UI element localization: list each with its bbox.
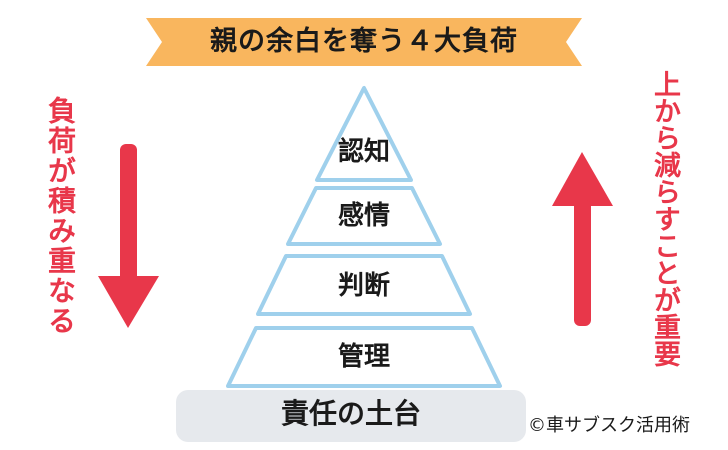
title: 親の余白を奪う４大負荷	[210, 26, 518, 57]
down-arrow-icon	[98, 144, 159, 328]
layer-label-emotion: 感情	[337, 201, 390, 231]
layer-label-management: 管理	[337, 342, 390, 372]
right-note: 上から減らすことが重要	[649, 70, 680, 367]
pyramid-layer-emotion	[286, 186, 442, 246]
pyramid-base-label: 責任の土台	[280, 397, 421, 430]
up-arrow-icon	[552, 152, 613, 326]
pyramid-layer-management	[226, 326, 502, 388]
pyramid-layer-judgment	[256, 254, 472, 316]
layer-label-judgment: 判断	[337, 271, 390, 301]
layer-label-cognition: 認知	[337, 137, 390, 167]
credit-text: ©車サブスク活用術	[528, 415, 690, 436]
pyramid-base	[176, 390, 526, 442]
pyramid-layer-cognition	[315, 86, 413, 182]
left-note: 負荷が積み重なる	[44, 96, 77, 336]
